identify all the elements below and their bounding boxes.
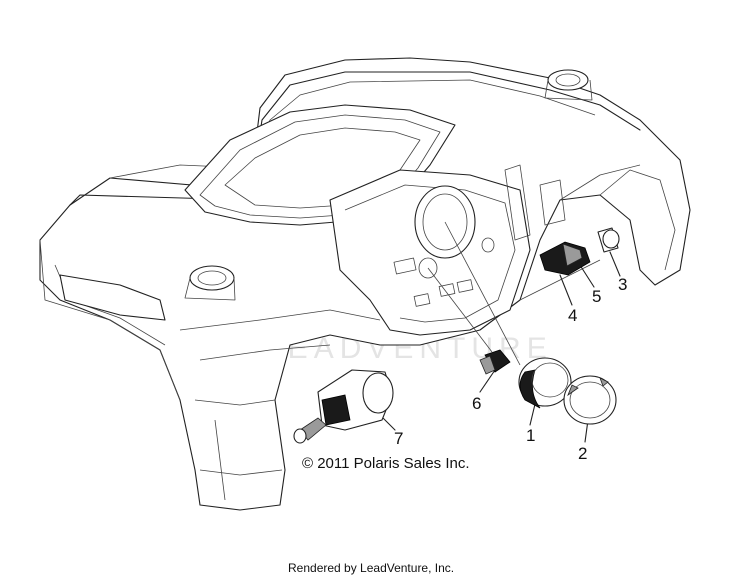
callout-5: 5: [592, 287, 601, 306]
callout-1: 1: [526, 426, 535, 445]
callout-4: 4: [568, 306, 577, 325]
callout-7: 7: [394, 429, 403, 448]
dash-panel: [39, 57, 691, 511]
copyright-text: © 2011 Polaris Sales Inc.: [302, 455, 470, 472]
callout-3: 3: [618, 275, 627, 294]
part-2-bezel-ring: [563, 375, 617, 425]
part-7-switch-housing: [293, 369, 394, 444]
callout-6: 6: [472, 394, 481, 413]
leader-line-3-label: [609, 251, 621, 277]
footer-credit: Rendered by LeadVenture, Inc.: [288, 561, 454, 575]
part-4-5-switch: [539, 241, 591, 276]
part-1-gauge: [518, 357, 572, 409]
leader-line-1: [444, 221, 521, 366]
part-6-connector: [479, 349, 511, 375]
leader-line-4-label: [559, 274, 573, 306]
leader-line-6: [427, 267, 493, 353]
leader-line-6-label: [479, 369, 496, 393]
part-3-plug: [597, 227, 620, 253]
callout-2: 2: [578, 444, 587, 463]
